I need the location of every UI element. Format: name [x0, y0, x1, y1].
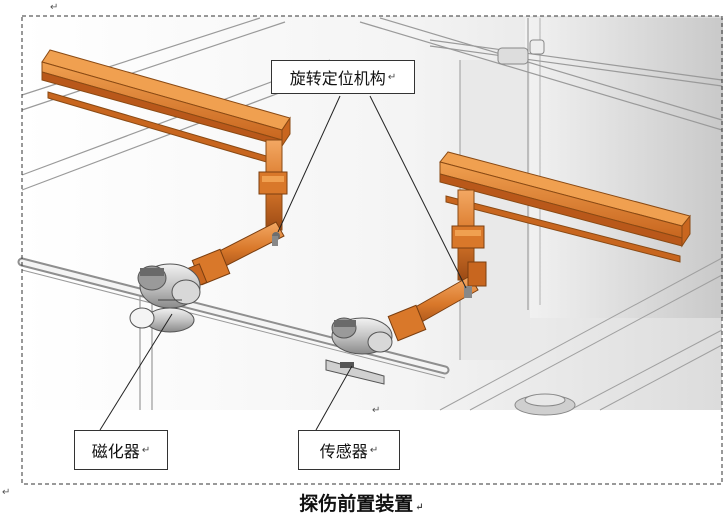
figure-caption: 探伤前置装置↵: [0, 489, 723, 516]
paragraph-mark-mid: ↵: [372, 405, 381, 416]
figure-caption-mark: ↵: [415, 502, 424, 513]
right-ibeam: [439, 151, 691, 281]
sensor-unit: [325, 317, 393, 385]
dashed-frame: [21, 15, 723, 485]
label-rotation-mechanism-mark: ↵: [387, 71, 397, 83]
label-magnetizer-text: 磁化器: [91, 442, 140, 461]
paragraph-mark-left: ↵: [2, 487, 11, 498]
label-magnetizer-mark: ↵: [141, 444, 151, 456]
label-magnetizer: 磁化器↵: [74, 430, 168, 470]
figure-caption-text: 探伤前置装置: [299, 493, 414, 515]
right-rotation-arm: [387, 261, 487, 342]
label-sensor: 传感器↵: [298, 430, 400, 470]
label-rotation-mechanism: 旋转定位机构↵: [271, 60, 415, 94]
right-pillar: [525, 18, 723, 318]
leader-lines: [99, 95, 467, 431]
leader-sensor: [315, 365, 353, 431]
left-ibeam: [41, 49, 291, 231]
paragraph-mark-top: ↵: [50, 2, 59, 13]
leader-rotation-left: [277, 95, 341, 233]
label-sensor-text: 传感器: [319, 442, 368, 461]
label-sensor-mark: ↵: [369, 444, 379, 456]
label-rotation-mechanism-text: 旋转定位机构: [289, 69, 386, 88]
leader-magnetizer: [99, 313, 173, 431]
magnetizer-unit: [129, 263, 201, 333]
leader-rotation-right: [369, 95, 467, 289]
